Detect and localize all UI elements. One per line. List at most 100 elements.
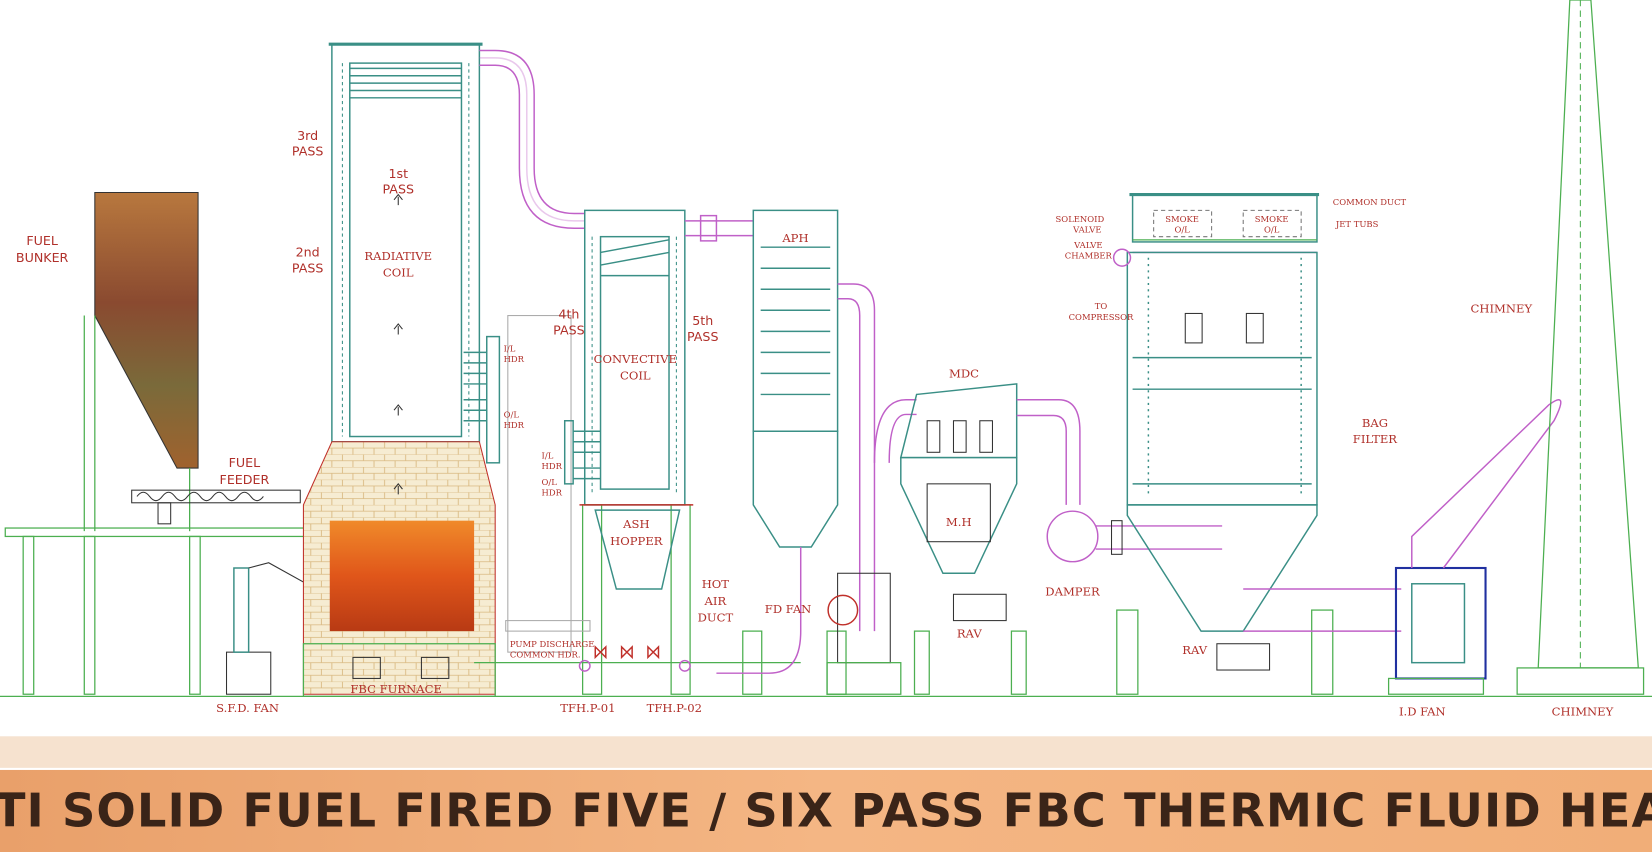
fuel-feeder bbox=[131, 489, 301, 525]
svg-text:CHAMBER: CHAMBER bbox=[1065, 251, 1113, 261]
svg-text:HOT: HOT bbox=[702, 577, 730, 591]
svg-text:VALVE: VALVE bbox=[1072, 224, 1101, 234]
svg-text:HDR: HDR bbox=[504, 420, 525, 430]
svg-text:BAG: BAG bbox=[1362, 416, 1388, 430]
svg-text:TO: TO bbox=[1095, 301, 1108, 311]
label-chimney-top: CHIMNEY bbox=[1471, 301, 1533, 315]
chimney bbox=[1516, 0, 1645, 695]
label-bag-filter: BAG FILTER bbox=[1353, 416, 1398, 446]
label-second-pass: 2nd PASS bbox=[292, 245, 324, 276]
svg-text:CONVECTIVE: CONVECTIVE bbox=[594, 352, 677, 366]
svg-text:COIL: COIL bbox=[383, 266, 414, 280]
label-mh: M.H bbox=[946, 515, 972, 529]
label-solenoid-valve: SOLENOID VALVE bbox=[1056, 214, 1105, 235]
svg-text:VALVE: VALVE bbox=[1073, 240, 1102, 250]
svg-text:I/L: I/L bbox=[504, 343, 516, 353]
svg-text:SOLENOID: SOLENOID bbox=[1056, 214, 1105, 224]
platform bbox=[4, 527, 307, 695]
svg-text:SMOKE: SMOKE bbox=[1255, 214, 1289, 224]
label-valve-chamber: VALVE CHAMBER bbox=[1065, 240, 1113, 261]
svg-text:I/L: I/L bbox=[542, 451, 554, 461]
label-first-pass: 1st PASS bbox=[382, 166, 414, 197]
label-fourth-pass: 4th PASS bbox=[553, 307, 585, 338]
label-smoke-ol-1: SMOKE O/L bbox=[1165, 214, 1199, 235]
label-fuel-feeder: FUEL FEEDER bbox=[220, 455, 270, 487]
label-rav-mdc: RAV bbox=[957, 626, 983, 640]
svg-text:PASS: PASS bbox=[292, 260, 324, 275]
label-convective-coil: CONVECTIVE COIL bbox=[594, 352, 677, 383]
label-fifth-pass: 5th PASS bbox=[687, 313, 719, 344]
id-fan bbox=[1387, 399, 1562, 695]
label-smoke-ol-2: SMOKE O/L bbox=[1255, 214, 1289, 235]
svg-text:BUNKER: BUNKER bbox=[16, 250, 69, 265]
sfd-fan bbox=[225, 562, 317, 695]
label-third-pass: 3rd PASS bbox=[292, 128, 324, 159]
label-jet-tubs: JET TUBS bbox=[1335, 219, 1379, 229]
label-rav-bag-filter: RAV bbox=[1182, 643, 1208, 657]
label-upper-il-hdr: I/L HDR bbox=[504, 343, 525, 364]
svg-text:O/L: O/L bbox=[504, 410, 520, 420]
label-lower-ol-hdr: O/L HDR bbox=[542, 477, 563, 498]
multi-cyclone-dust-collector bbox=[899, 383, 1027, 695]
svg-text:O/L: O/L bbox=[1174, 224, 1190, 234]
label-common-duct: COMMON DUCT bbox=[1333, 197, 1407, 207]
label-sfd-fan: S.F.D. FAN bbox=[216, 701, 279, 715]
svg-text:RADIATIVE: RADIATIVE bbox=[364, 249, 432, 263]
convective-coil-tower bbox=[563, 209, 686, 506]
label-fuel-bunker: FUEL BUNKER bbox=[16, 233, 69, 265]
svg-text:PASS: PASS bbox=[292, 144, 324, 159]
svg-text:FUEL: FUEL bbox=[26, 233, 58, 248]
label-damper: DAMPER bbox=[1045, 584, 1100, 598]
label-hot-air-duct: HOT AIR DUCT bbox=[698, 577, 734, 625]
svg-text:PASS: PASS bbox=[553, 322, 585, 337]
label-upper-ol-hdr: O/L HDR bbox=[504, 410, 525, 431]
svg-text:FUEL: FUEL bbox=[229, 455, 261, 470]
pump-discharge-header bbox=[474, 620, 801, 672]
svg-text:HDR: HDR bbox=[542, 461, 563, 471]
radiative-coil-tower bbox=[328, 42, 483, 443]
bag-filter bbox=[1112, 193, 1334, 695]
svg-text:COIL: COIL bbox=[620, 369, 651, 383]
label-tfh-p02: TFH.P-02 bbox=[647, 701, 702, 715]
fd-fan bbox=[826, 572, 902, 695]
label-lower-il-hdr: I/L HDR bbox=[542, 451, 563, 472]
svg-text:ASH: ASH bbox=[622, 517, 649, 531]
label-pump-discharge: PUMP DISCHARGE COMMON HDR. bbox=[510, 639, 594, 660]
label-id-fan: I.D FAN bbox=[1399, 704, 1446, 718]
svg-text:SMOKE: SMOKE bbox=[1165, 214, 1199, 224]
svg-text:5th: 5th bbox=[692, 313, 713, 328]
fbc-furnace bbox=[302, 441, 496, 697]
label-ash-hopper: ASH HOPPER bbox=[610, 517, 663, 548]
label-to-compressor: TO COMPRESSOR bbox=[1069, 301, 1134, 322]
svg-text:O/L: O/L bbox=[1264, 224, 1280, 234]
label-aph: APH bbox=[781, 231, 808, 245]
svg-text:FILTER: FILTER bbox=[1353, 432, 1398, 446]
svg-text:HDR: HDR bbox=[542, 487, 563, 497]
label-chimney-bottom: CHIMNEY bbox=[1552, 704, 1614, 718]
label-fd-fan: FD FAN bbox=[765, 602, 811, 616]
svg-text:AIR: AIR bbox=[704, 594, 727, 608]
fuel-bunker bbox=[83, 191, 199, 532]
svg-text:1st: 1st bbox=[388, 166, 408, 181]
svg-text:DUCT: DUCT bbox=[698, 611, 734, 625]
svg-text:COMMON HDR.: COMMON HDR. bbox=[510, 649, 581, 659]
svg-text:FEEDER: FEEDER bbox=[220, 472, 270, 487]
label-tfh-p01: TFH.P-01 bbox=[560, 701, 615, 715]
label-radiative-coil: RADIATIVE COIL bbox=[364, 249, 432, 280]
svg-text:PUMP DISCHARGE: PUMP DISCHARGE bbox=[510, 639, 594, 649]
svg-text:O/L: O/L bbox=[542, 477, 558, 487]
svg-text:3rd: 3rd bbox=[297, 128, 318, 143]
diagram-title: MULTI SOLID FUEL FIRED FIVE / SIX PASS F… bbox=[0, 784, 1652, 838]
svg-text:PASS: PASS bbox=[687, 329, 719, 344]
svg-text:PASS: PASS bbox=[382, 182, 414, 197]
title-banner bbox=[0, 769, 1652, 852]
svg-text:COMPRESSOR: COMPRESSOR bbox=[1069, 312, 1134, 322]
air-preheater bbox=[742, 209, 847, 695]
label-mdc: MDC bbox=[949, 367, 979, 381]
svg-text:2nd: 2nd bbox=[296, 245, 320, 260]
ash-hopper bbox=[579, 504, 694, 695]
svg-text:4th: 4th bbox=[558, 307, 579, 322]
banner-top-fade bbox=[0, 736, 1652, 768]
label-fbc-furnace: FBC FURNACE bbox=[350, 682, 442, 696]
